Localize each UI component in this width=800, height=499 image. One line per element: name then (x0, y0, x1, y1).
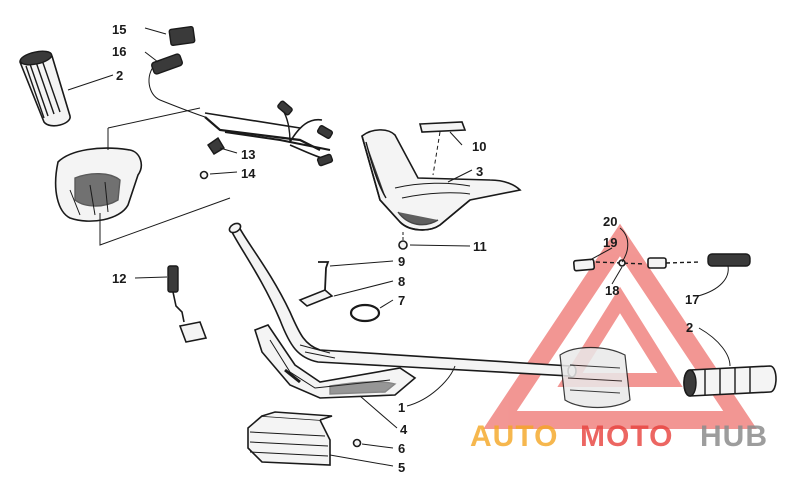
callout-3: 3 (476, 164, 483, 179)
callout-8: 8 (398, 274, 405, 289)
right-control-housing (559, 346, 631, 409)
callout-1: 1 (398, 400, 405, 415)
callout-10: 10 (472, 139, 486, 154)
callout-9: 9 (398, 254, 405, 269)
part-11-nut (398, 232, 408, 250)
part-19-connector (572, 258, 596, 272)
watermark-auto: AUTO (470, 420, 558, 453)
watermark-moto: MOTO (580, 420, 673, 453)
callout-15: 15 (112, 22, 126, 37)
callout-2-right: 2 (686, 320, 693, 335)
watermark-hub: HUB (700, 420, 768, 453)
part-7-clamp (349, 303, 381, 323)
part-13-clip (207, 136, 225, 155)
part-4-riser (254, 324, 417, 399)
part-10-pad-cap (418, 121, 467, 176)
callout-11: 11 (473, 239, 487, 254)
part-5-clamp-block (247, 411, 333, 466)
callout-4: 4 (400, 422, 408, 437)
part-15-cap (168, 25, 196, 47)
part-2-left-grip (19, 50, 71, 127)
leader-lines (67, 27, 731, 467)
callout-18: 18 (605, 283, 619, 298)
callout-16: 16 (112, 44, 126, 59)
wiring-harness (224, 100, 334, 167)
callout-2-left: 2 (116, 68, 123, 83)
part-3-pad (361, 129, 522, 231)
part-6-nut (352, 438, 362, 448)
part-14-screw (199, 170, 209, 180)
part-9-bolt (318, 261, 330, 291)
callout-5: 5 (398, 460, 405, 475)
part-8-bracket (298, 289, 334, 307)
callout-labels: 15 16 2 10 3 11 13 14 12 9 8 7 1 4 6 5 2… (112, 22, 699, 475)
callout-12: 12 (112, 271, 126, 286)
callout-7: 7 (398, 293, 405, 308)
callout-6: 6 (398, 441, 405, 456)
watermark-text: AUTO MOTO HUB (470, 420, 768, 453)
callout-13: 13 (241, 147, 255, 162)
part-18-sleeve (595, 257, 701, 269)
callout-19: 19 (603, 235, 617, 250)
left-control-housing (54, 147, 142, 222)
part-17-heater-element (707, 253, 751, 267)
callout-17: 17 (685, 292, 699, 307)
part-12-switch (167, 265, 208, 343)
part-2-right-grip (683, 365, 777, 397)
callout-20: 20 (603, 214, 617, 229)
callout-14: 14 (241, 166, 256, 181)
